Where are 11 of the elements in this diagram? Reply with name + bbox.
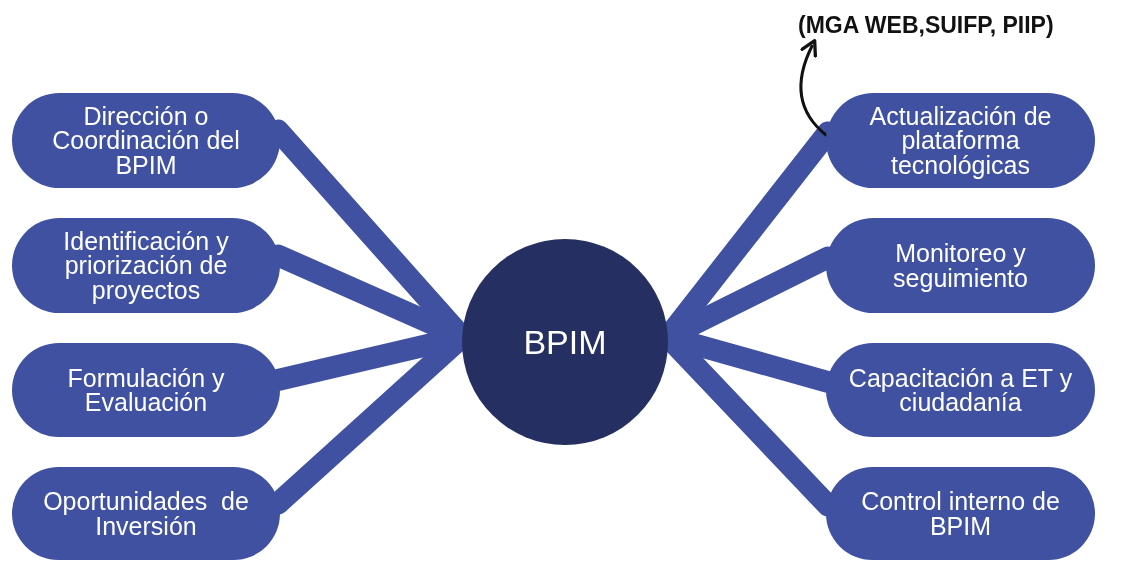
topic-pill: Monitoreo y seguimiento <box>826 218 1095 313</box>
topic-pill: Oportunidades de Inversión <box>12 467 280 560</box>
hub-circle: BPIM <box>462 239 668 445</box>
topic-pill: Formulación y Evaluación <box>12 343 280 437</box>
topic-pill: Control interno de BPIM <box>826 467 1095 560</box>
topic-pill: Dirección o Coordinación del BPIM <box>12 93 280 188</box>
topic-pill: Capacitación a ET y ciudadanía <box>826 343 1095 437</box>
topic-pill: Identificación y priorización de proyectos <box>12 218 280 313</box>
curved-arrow <box>799 38 828 137</box>
note-text: (MGA WEB,SUIFP, PIIP) <box>798 12 1116 42</box>
topic-pill: Actualización de plataforma tecnológicas <box>826 93 1095 188</box>
